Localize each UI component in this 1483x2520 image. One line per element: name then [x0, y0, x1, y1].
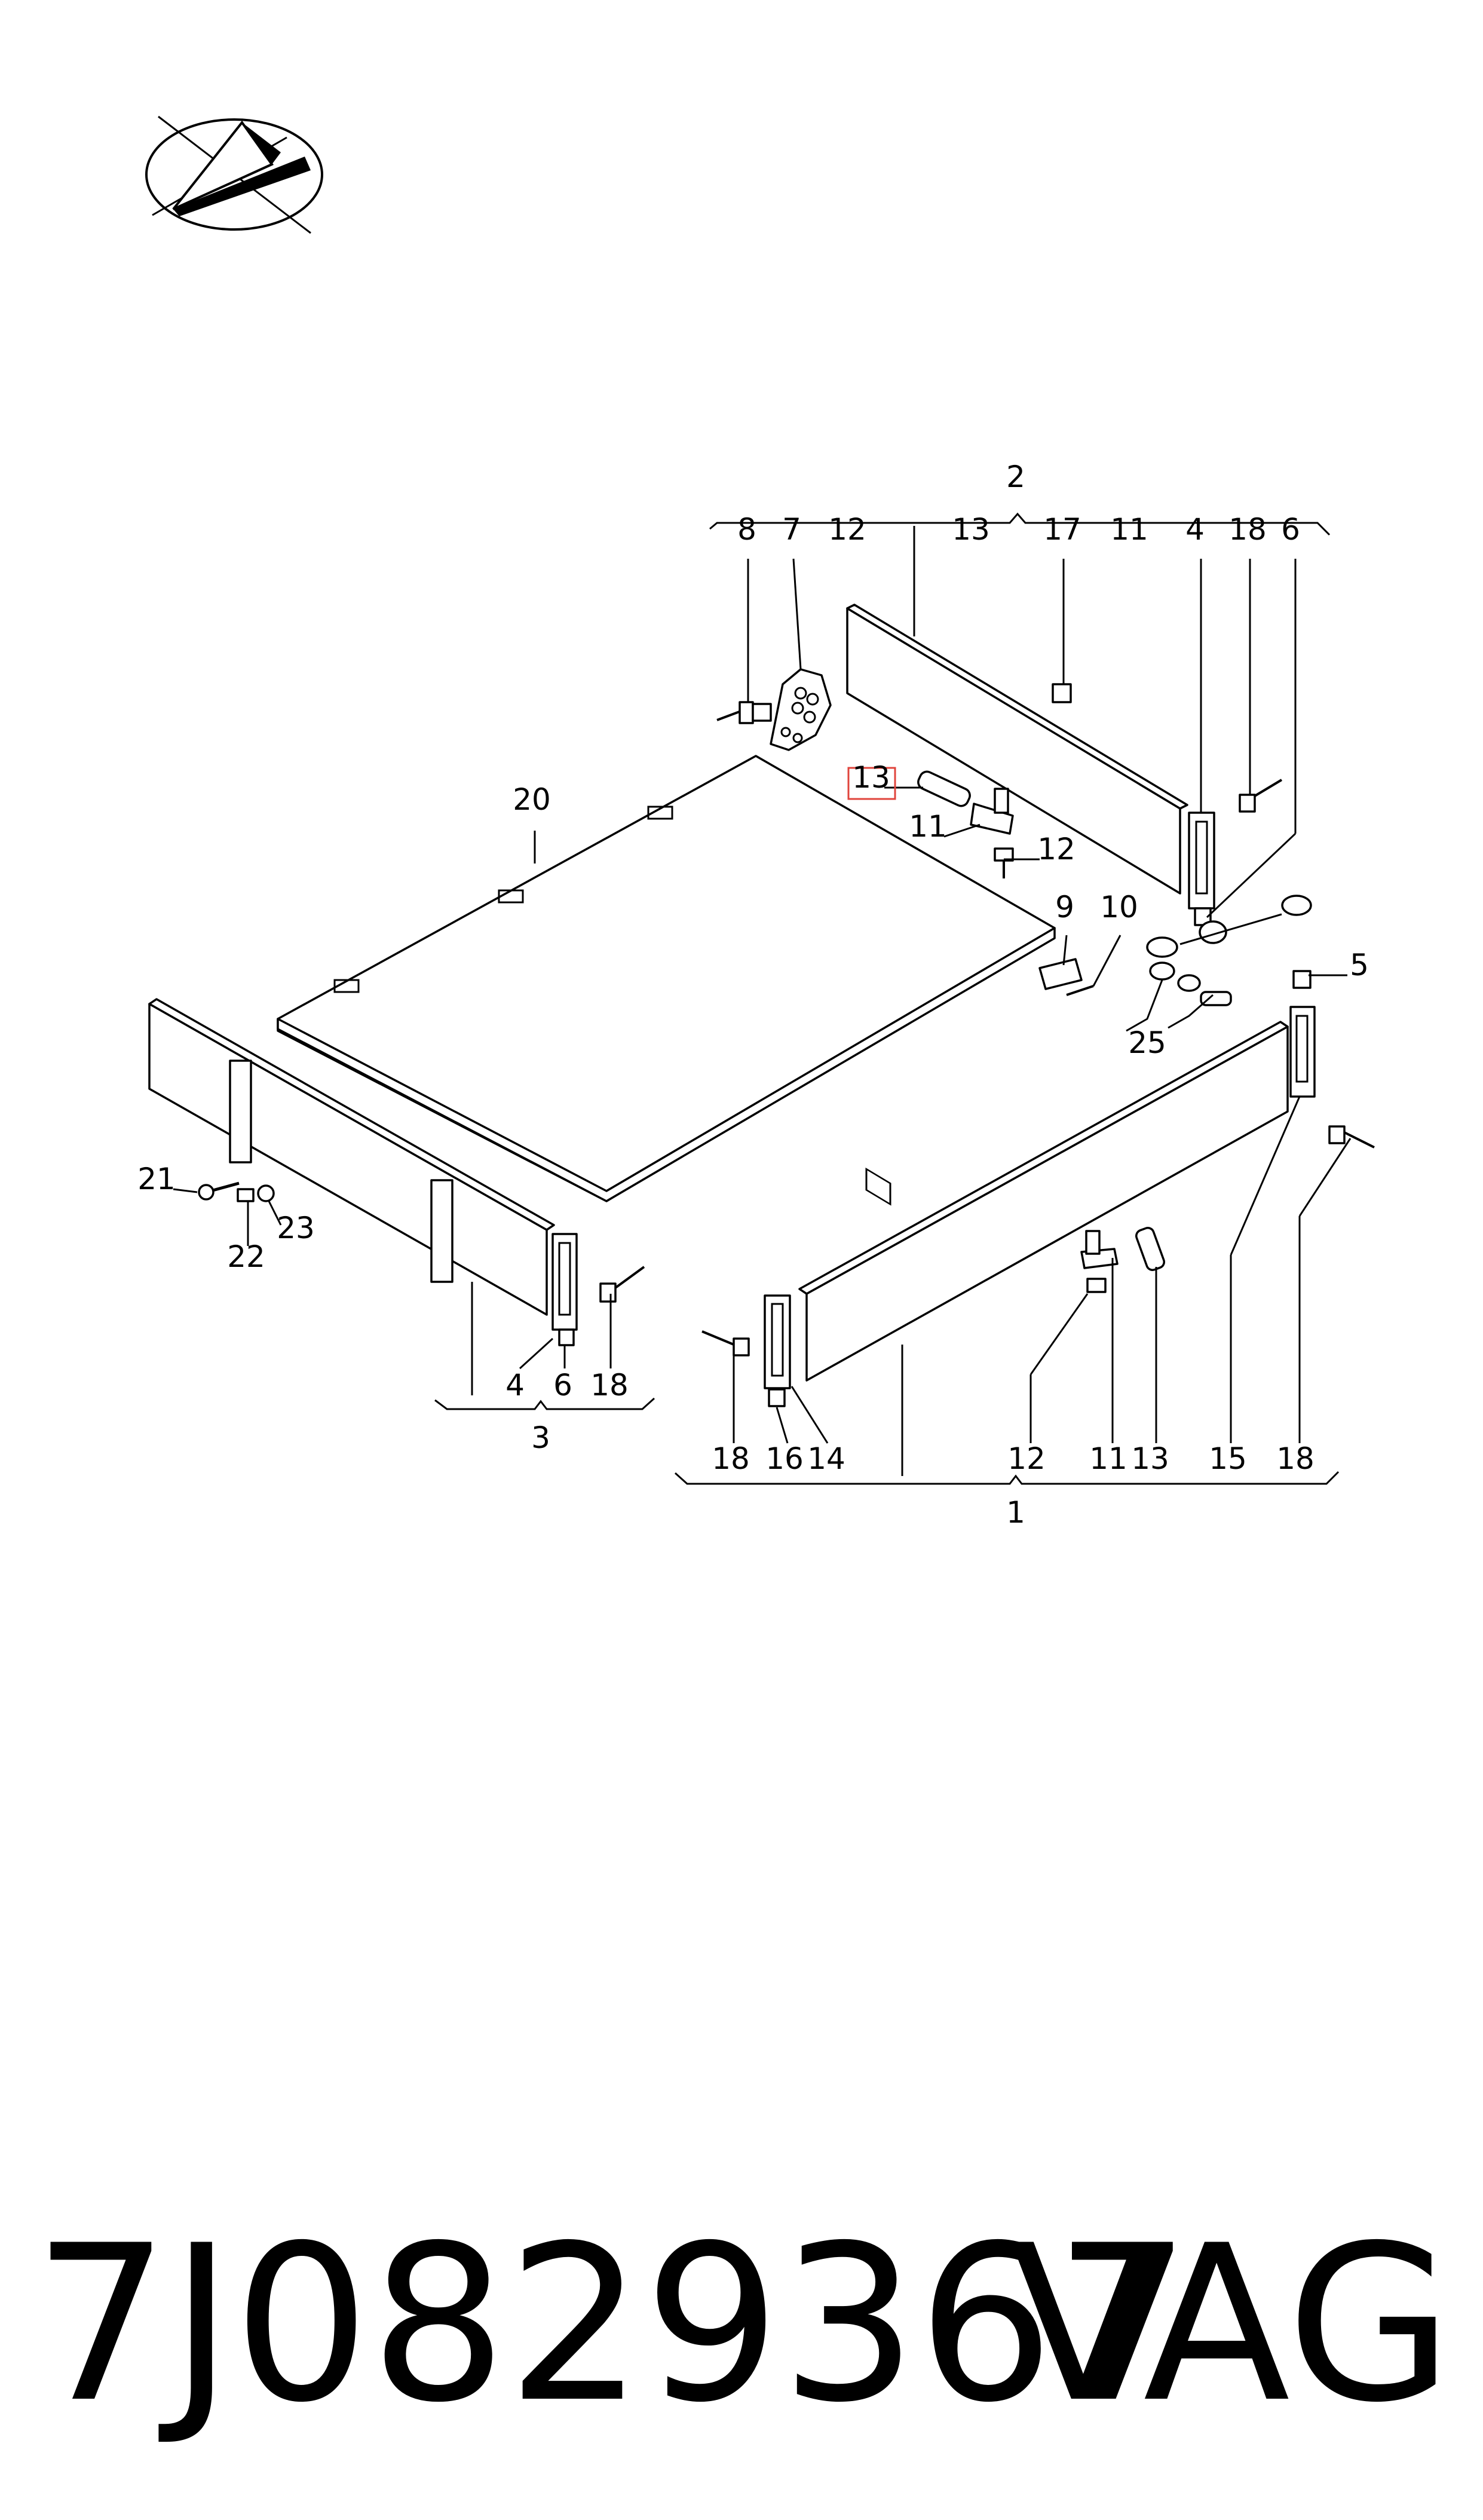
callout-c22: 22 [227, 1239, 265, 1274]
callout-c13a: 13 [952, 512, 990, 547]
callout-c1: 1 [1006, 1495, 1025, 1530]
callout-c18d: 18 [1276, 1441, 1315, 1476]
board-tabs [333, 806, 673, 993]
corner-bracket [770, 668, 832, 751]
bracket-1 [674, 1471, 1340, 1485]
hinge-assembly [917, 770, 1014, 878]
callout-c11c: 11 [1089, 1441, 1127, 1476]
callout-c3: 3 [531, 1420, 550, 1455]
rivet-8 [716, 701, 772, 724]
rear-panel-edge [846, 604, 1188, 810]
callout-c12a: 12 [828, 512, 866, 547]
front-left-panel-edge [148, 998, 555, 1231]
callout-c6b: 6 [553, 1368, 572, 1403]
callout-c12c: 12 [1007, 1441, 1046, 1476]
front-right-panel [805, 1025, 1289, 1382]
hinge-assembly-front [1080, 1227, 1165, 1293]
rivet-18-left [599, 1266, 645, 1303]
highlighted-callout-box [847, 767, 896, 800]
callout-c13b: 13 [852, 760, 890, 795]
callout-c13c: 13 [1131, 1441, 1169, 1476]
rivet-18-rear [1239, 779, 1283, 813]
callout-c5: 5 [1350, 948, 1369, 982]
brand-name: VAG [1009, 2199, 1453, 2449]
part-number: 7J0829367 [33, 2199, 1191, 2449]
callout-c4b: 4 [505, 1368, 525, 1403]
callout-c18c: 18 [712, 1441, 750, 1476]
callout-c18a: 18 [1228, 512, 1267, 547]
callout-c21: 21 [137, 1162, 176, 1196]
callout-c25: 25 [1128, 1025, 1166, 1060]
front-right-panel-edge [798, 1021, 1289, 1295]
callout-c20: 20 [513, 782, 551, 817]
bracket-holes [780, 687, 819, 743]
slide-rail-rear [1188, 812, 1215, 926]
callout-c11b: 11 [909, 809, 947, 844]
base-board-edge [277, 927, 1056, 1202]
callout-c15: 15 [1209, 1441, 1247, 1476]
slide-rail-right [1289, 970, 1316, 1098]
panel-stiffener-1 [229, 1060, 252, 1163]
callout-c18b: 18 [590, 1368, 629, 1403]
callout-c6a: 6 [1281, 512, 1300, 547]
callout-c23: 23 [277, 1211, 315, 1245]
panel-stiffener-2 [430, 1179, 454, 1283]
callout-c12b: 12 [1037, 832, 1076, 866]
callout-c17: 17 [1043, 512, 1081, 547]
callout-c16: 16 [765, 1441, 804, 1476]
panel-label-plate [865, 1167, 891, 1206]
slide-rail-left [551, 1233, 578, 1346]
nut-22 [237, 1188, 255, 1202]
callout-c9: 9 [1055, 890, 1074, 924]
leader-lines [173, 526, 1352, 1476]
bracket-2 [709, 512, 1331, 536]
manufacturer-logo [145, 115, 323, 234]
callout-c7: 7 [782, 512, 801, 547]
callout-c14: 14 [807, 1441, 845, 1476]
clip-17 [1052, 683, 1072, 703]
lock-assembly [1146, 895, 1312, 1006]
callout-c11a: 11 [1110, 512, 1148, 547]
slide-rail-front [764, 1294, 791, 1407]
washer-23 [257, 1184, 275, 1202]
callout-c10: 10 [1100, 890, 1138, 924]
bolt-21 [198, 1181, 240, 1201]
callout-c8: 8 [737, 512, 756, 547]
callout-c4a: 4 [1185, 512, 1205, 547]
callout-c2: 2 [1006, 460, 1025, 494]
bracket-3 [434, 1397, 655, 1410]
rivet-18-right [1328, 1125, 1375, 1149]
rivet-18-front [701, 1330, 750, 1357]
latch-9 [1038, 958, 1094, 996]
